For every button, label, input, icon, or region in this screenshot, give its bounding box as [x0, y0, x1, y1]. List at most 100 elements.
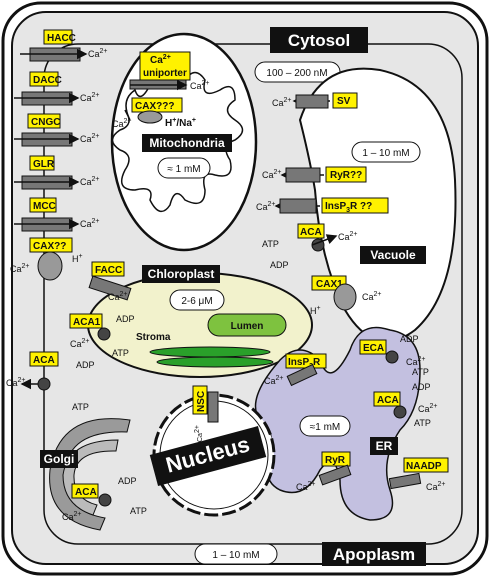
cax-mito-h-na: H+/Na+ — [165, 117, 196, 129]
aca-vac-label-box — [297, 223, 325, 239]
sv-label: SV — [337, 96, 351, 107]
apoplasm-title-box — [322, 542, 426, 566]
eca-label: ECA — [363, 343, 384, 354]
golgi-title: Golgi — [44, 452, 75, 466]
ryr-er-ca: Ca2+ — [296, 481, 316, 492]
eca-pump — [385, 350, 399, 364]
mito-conc-box — [157, 157, 211, 179]
aca1-label-box — [69, 313, 103, 329]
cytosol-title: Cytosol — [288, 31, 350, 50]
sv-label-box — [332, 92, 358, 109]
cax1-label: CAX1 — [316, 279, 343, 290]
naadp-label-box — [403, 457, 449, 473]
aca-pm-adp: ADP — [76, 360, 95, 370]
svg-text:HACC: HACC — [47, 33, 76, 44]
ryr-vac-label-box — [325, 166, 367, 183]
chloroplast-title: Chloroplast — [148, 267, 215, 281]
chloro-conc: 2-6 μM — [181, 296, 212, 307]
apoplasm-conc: 1 – 10 mM — [212, 550, 259, 561]
er-title: ER — [376, 439, 393, 453]
nucleus-title-box — [149, 426, 267, 486]
facc-label-box — [91, 261, 125, 277]
aca-golgi-label: ACA — [75, 487, 97, 498]
eca-atp: ATP — [412, 367, 429, 377]
glr-channel: GLR Ca2+ — [14, 155, 100, 190]
thylakoid-2 — [156, 356, 274, 368]
nsc-channel — [207, 391, 219, 423]
apoplasm-conc-box — [194, 543, 278, 565]
sv-channel — [295, 94, 329, 109]
aca-er-atp: ATP — [414, 418, 431, 428]
aca-vac-arrow — [311, 234, 338, 246]
aca1-adp: ADP — [116, 314, 135, 324]
svg-text:Ca2+: Ca2+ — [80, 92, 100, 103]
golgi-stack — [49, 418, 131, 531]
aca-er-adp: ADP — [412, 382, 431, 392]
aca-golgi-atp: ATP — [130, 506, 147, 516]
eca-ca: Ca2+ — [406, 356, 426, 367]
cax-pm-h: H+ — [72, 253, 83, 264]
aca-er-label-box — [373, 391, 401, 407]
cytosol-title-box — [270, 27, 368, 53]
svg-text:DACC: DACC — [33, 75, 62, 86]
cax1-label-box — [311, 275, 347, 291]
aca-er-ca: Ca2+ — [418, 403, 438, 414]
cax-pm-label: CAX?? — [33, 241, 66, 252]
aca-pm-label: ACA — [33, 355, 55, 366]
insp3r-vac-channel — [279, 198, 317, 214]
stroma-label: Stroma — [136, 332, 171, 343]
aca1-pump — [97, 327, 111, 341]
thylakoid-1 — [149, 346, 271, 358]
svg-text:MCC: MCC — [33, 201, 56, 212]
insp3r-er-ca: Ca2+ — [264, 375, 284, 386]
nsc-ca: Ca2+ — [194, 425, 204, 442]
cax1-exchanger — [333, 283, 357, 311]
mcc-channel: MCC Ca2+ — [14, 197, 100, 232]
hacc-channel: HACC Ca2+ — [20, 29, 108, 62]
aca1-ca: Ca2+ — [70, 338, 90, 349]
golgi-title-box — [40, 450, 78, 468]
ryr-er-label-box — [321, 451, 351, 467]
svg-text:Ca2+: Ca2+ — [88, 48, 108, 59]
insp3r-er-channel — [286, 363, 318, 387]
svg-text:Ca2+: Ca2+ — [80, 133, 100, 144]
aca-vac-adp: ADP — [270, 260, 289, 270]
vacuole-conc-box — [351, 141, 421, 163]
facc-label: FACC — [95, 265, 122, 276]
ryr-vac-label: RyR?? — [330, 170, 362, 181]
er-title-box — [370, 437, 398, 455]
aca1-label: ACA1 — [73, 317, 101, 328]
vacuole-conc: 1 – 10 mM — [362, 148, 409, 159]
mitochondria-title: Mitochondria — [149, 136, 225, 150]
aca-er-pump — [393, 405, 407, 419]
svg-text:Ca2+: Ca2+ — [80, 218, 100, 229]
ryr-er-channel — [318, 464, 352, 486]
ca-uniporter-label-2: uniporter — [143, 68, 187, 79]
aca-pm-pump — [37, 377, 51, 391]
aca-vac-atp: ATP — [262, 239, 279, 249]
naadp-label: NAADP — [406, 461, 442, 472]
sv-ca: Ca2+ — [272, 97, 292, 108]
cax-pm-exchanger — [37, 251, 63, 281]
aca-golgi-adp: ADP — [118, 476, 137, 486]
aca-pm-atp: ATP — [72, 402, 89, 412]
facc-ca: Ca2+ — [108, 291, 128, 302]
nsc-label-box — [192, 385, 208, 415]
aca-pm-label-box — [29, 351, 59, 367]
lumen-body — [207, 313, 287, 337]
facc-channel — [88, 275, 132, 301]
naadp-ca: Ca2+ — [426, 481, 446, 492]
insp3r-vac-label-box — [321, 197, 389, 214]
cax-mito-label: CAX??? — [135, 101, 174, 112]
cax1-ca: Ca2+ — [362, 291, 382, 302]
cytosol-conc: 100 – 200 nM — [266, 68, 327, 79]
er-conc: ≈1 mM — [310, 422, 341, 433]
ryr-er-label: RyR — [325, 455, 346, 466]
aca-er-label: ACA — [377, 395, 399, 406]
vacuole-title: Vacuole — [370, 248, 416, 262]
aca-golgi-ca: Ca2+ — [62, 511, 82, 522]
cngc-channel: CNGC Ca2+ — [14, 113, 100, 147]
naadp-channel — [388, 472, 422, 490]
